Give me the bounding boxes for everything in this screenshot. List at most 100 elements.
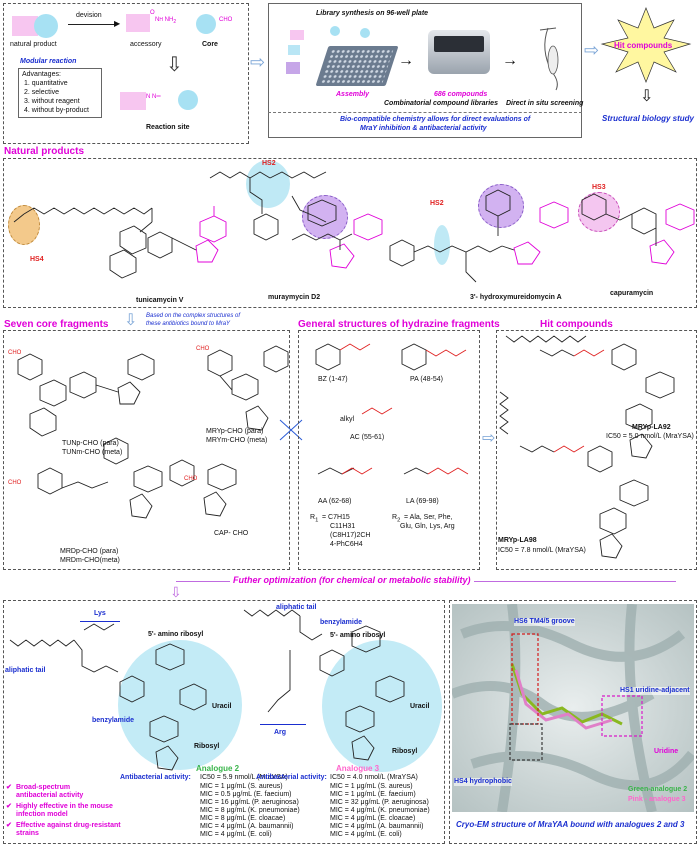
benefit-1: Broad-spectrum antibacterial activity xyxy=(16,784,84,800)
hydrazine-heading: General structures of hydrazine fragment… xyxy=(298,319,500,330)
cryo-image xyxy=(452,604,694,812)
hs2-label-1: HS2 xyxy=(262,160,276,167)
flow-arrow-4: ⇨ xyxy=(584,40,600,60)
analogue2-mic-2: MIC = 0.5 μg/mL (E. faecium) xyxy=(200,791,292,798)
synthesis-panel xyxy=(268,3,582,138)
aa-label: AA (62-68) xyxy=(318,498,352,505)
advantage-2: 2. selective xyxy=(24,89,60,96)
benefit-check-1: ✔ xyxy=(6,784,12,791)
la98-ic50: IC50 = 7.8 nmol/L (MraYSA) xyxy=(498,547,586,554)
flow-arrow-1: ⇨ xyxy=(250,52,266,72)
accessory-rect xyxy=(126,14,150,32)
cryo-panel xyxy=(449,600,697,844)
library-rect-2 xyxy=(288,45,300,55)
muraymycin-name: muraymycin D2 xyxy=(268,294,321,301)
cap-name: CAP- CHO xyxy=(214,530,249,537)
combinatorial-label: Combinatorial compound libraries xyxy=(384,100,498,107)
hs3-label: HS3 xyxy=(592,184,606,191)
advantages-box xyxy=(18,68,102,118)
fragments-heading: Seven core fragments xyxy=(4,319,109,330)
optimization-arrow: ⇩ xyxy=(170,584,182,600)
mureidomycin-name: 3'- hydroxymureidomycin A xyxy=(470,294,562,301)
mrd-para: MRDp-CHO (para) xyxy=(60,548,119,555)
natural-product-circle xyxy=(34,14,58,38)
analogue2-uracil: Uracil xyxy=(212,703,232,710)
analogue2-mic-5: MIC = 8 μg/mL (E. cloacae) xyxy=(200,815,286,822)
analogue3-amino-ribosyl: 5'- amino ribosyl xyxy=(330,632,386,639)
fragments-panel xyxy=(3,330,290,570)
analogue3-blob xyxy=(322,640,442,772)
library-pentagon xyxy=(286,62,300,74)
hydrazide-group: O NH NH2 xyxy=(150,10,177,26)
r2-line-1: = Ala, Ser, Phe, xyxy=(404,514,453,521)
flow-arrow-5: ⇩ xyxy=(640,88,654,105)
r1-symbol: R1 xyxy=(310,514,319,524)
tun-cho: CHO xyxy=(8,350,22,356)
hs2-blob-1 xyxy=(246,160,290,208)
analogue3-mic-6: MIC = 4 μg/mL (A. baumannii) xyxy=(330,823,424,830)
natural-product-label: natural product xyxy=(10,41,57,48)
alkyl-label: alkyl xyxy=(340,416,355,423)
advantage-1: 1. quantitative xyxy=(24,80,68,87)
biocompatible-line-1: Bio-compatible chemistry allows for dire… xyxy=(340,116,531,123)
library-circle-1 xyxy=(330,26,340,36)
analogue2-mic-4: MIC = 8 μg/mL (K. pneumoniae) xyxy=(200,807,300,814)
analogue2-tail: aliphatic tail xyxy=(5,667,46,674)
arrow-head: ▶ xyxy=(114,19,121,28)
ac-label: AC (55-61) xyxy=(350,434,385,441)
accessory-label: accessory xyxy=(130,41,162,48)
screening-label: Direct in situ screening xyxy=(506,100,584,107)
cryo-pink-legend: Pink - analogue 3 xyxy=(628,796,686,803)
arg-bracket xyxy=(260,724,306,725)
r1-line-2: C11H31 xyxy=(330,523,356,530)
benefit-2: Highly effective in the mouse infection … xyxy=(16,803,113,819)
analogue3-ribosyl: Ribosyl xyxy=(392,748,418,755)
modular-reaction-panel xyxy=(3,3,249,144)
r2-line-2: Glu, Gln, Lys, Arg xyxy=(400,523,455,530)
benefit-check-2: ✔ xyxy=(6,803,12,810)
cryo-caption: Cryo-EM structure of MraYAA bound with a… xyxy=(456,820,685,829)
la98-name: MRYp-LA98 xyxy=(498,537,537,544)
division-label: devision xyxy=(76,12,102,19)
fragments-note-1: Based on the complex structures of xyxy=(146,313,241,319)
hits-panel xyxy=(496,330,697,570)
analogue2-name: Analogue 2 xyxy=(196,764,240,773)
hs2-blob-2 xyxy=(434,225,450,265)
analogue2-activity-label: Antibacterial activity: xyxy=(120,774,191,781)
lys-bracket xyxy=(80,621,120,622)
analogues-panel xyxy=(3,600,445,844)
analogue3-mic-2: MIC = 1 μg/mL (E. faecium) xyxy=(330,791,416,798)
advantage-4: 4. without by-product xyxy=(24,107,89,114)
fragments-arrow: ⇩ xyxy=(124,312,138,329)
analogue3-uracil: Uracil xyxy=(410,703,430,710)
advantage-3: 3. without reagent xyxy=(24,98,80,105)
benefit-3: Effective against drug-resistant strains xyxy=(16,822,121,838)
division-arrow xyxy=(68,24,118,25)
mry-meta: MRYm-CHO (meta) xyxy=(206,437,268,444)
structural-biology-label: Structural biology study xyxy=(602,114,695,123)
analogue3-mic-3: MIC = 32 μg/mL (P. aeruginosa) xyxy=(330,799,429,806)
bz-label: BZ (1-47) xyxy=(318,376,348,383)
mrd-cho: CHO xyxy=(8,480,22,486)
analogue3-ic50: IC50 = 4.0 nmol/L (MraYSA) xyxy=(330,774,418,781)
flow-arrow-2: → xyxy=(398,52,414,69)
hydrazine-panel xyxy=(298,330,480,570)
analogue2-lys: Lys xyxy=(94,610,106,617)
product-rect xyxy=(120,92,146,110)
analogue3-mic-4: MIC = 4 μg/mL (K. pneumoniae) xyxy=(330,807,430,814)
tun-para: TUNp-CHO (para) xyxy=(62,440,119,447)
mrd-meta: MRDm-CHO(meta) xyxy=(60,557,120,564)
analogue3-benzylamide: benzylamide xyxy=(320,619,363,626)
natural-products-panel xyxy=(3,158,697,308)
analogue3-mic-7: MIC = 4 μg/mL (E. coli) xyxy=(330,831,402,838)
core-label: Core xyxy=(202,41,218,48)
synthesis-divider xyxy=(268,112,582,113)
